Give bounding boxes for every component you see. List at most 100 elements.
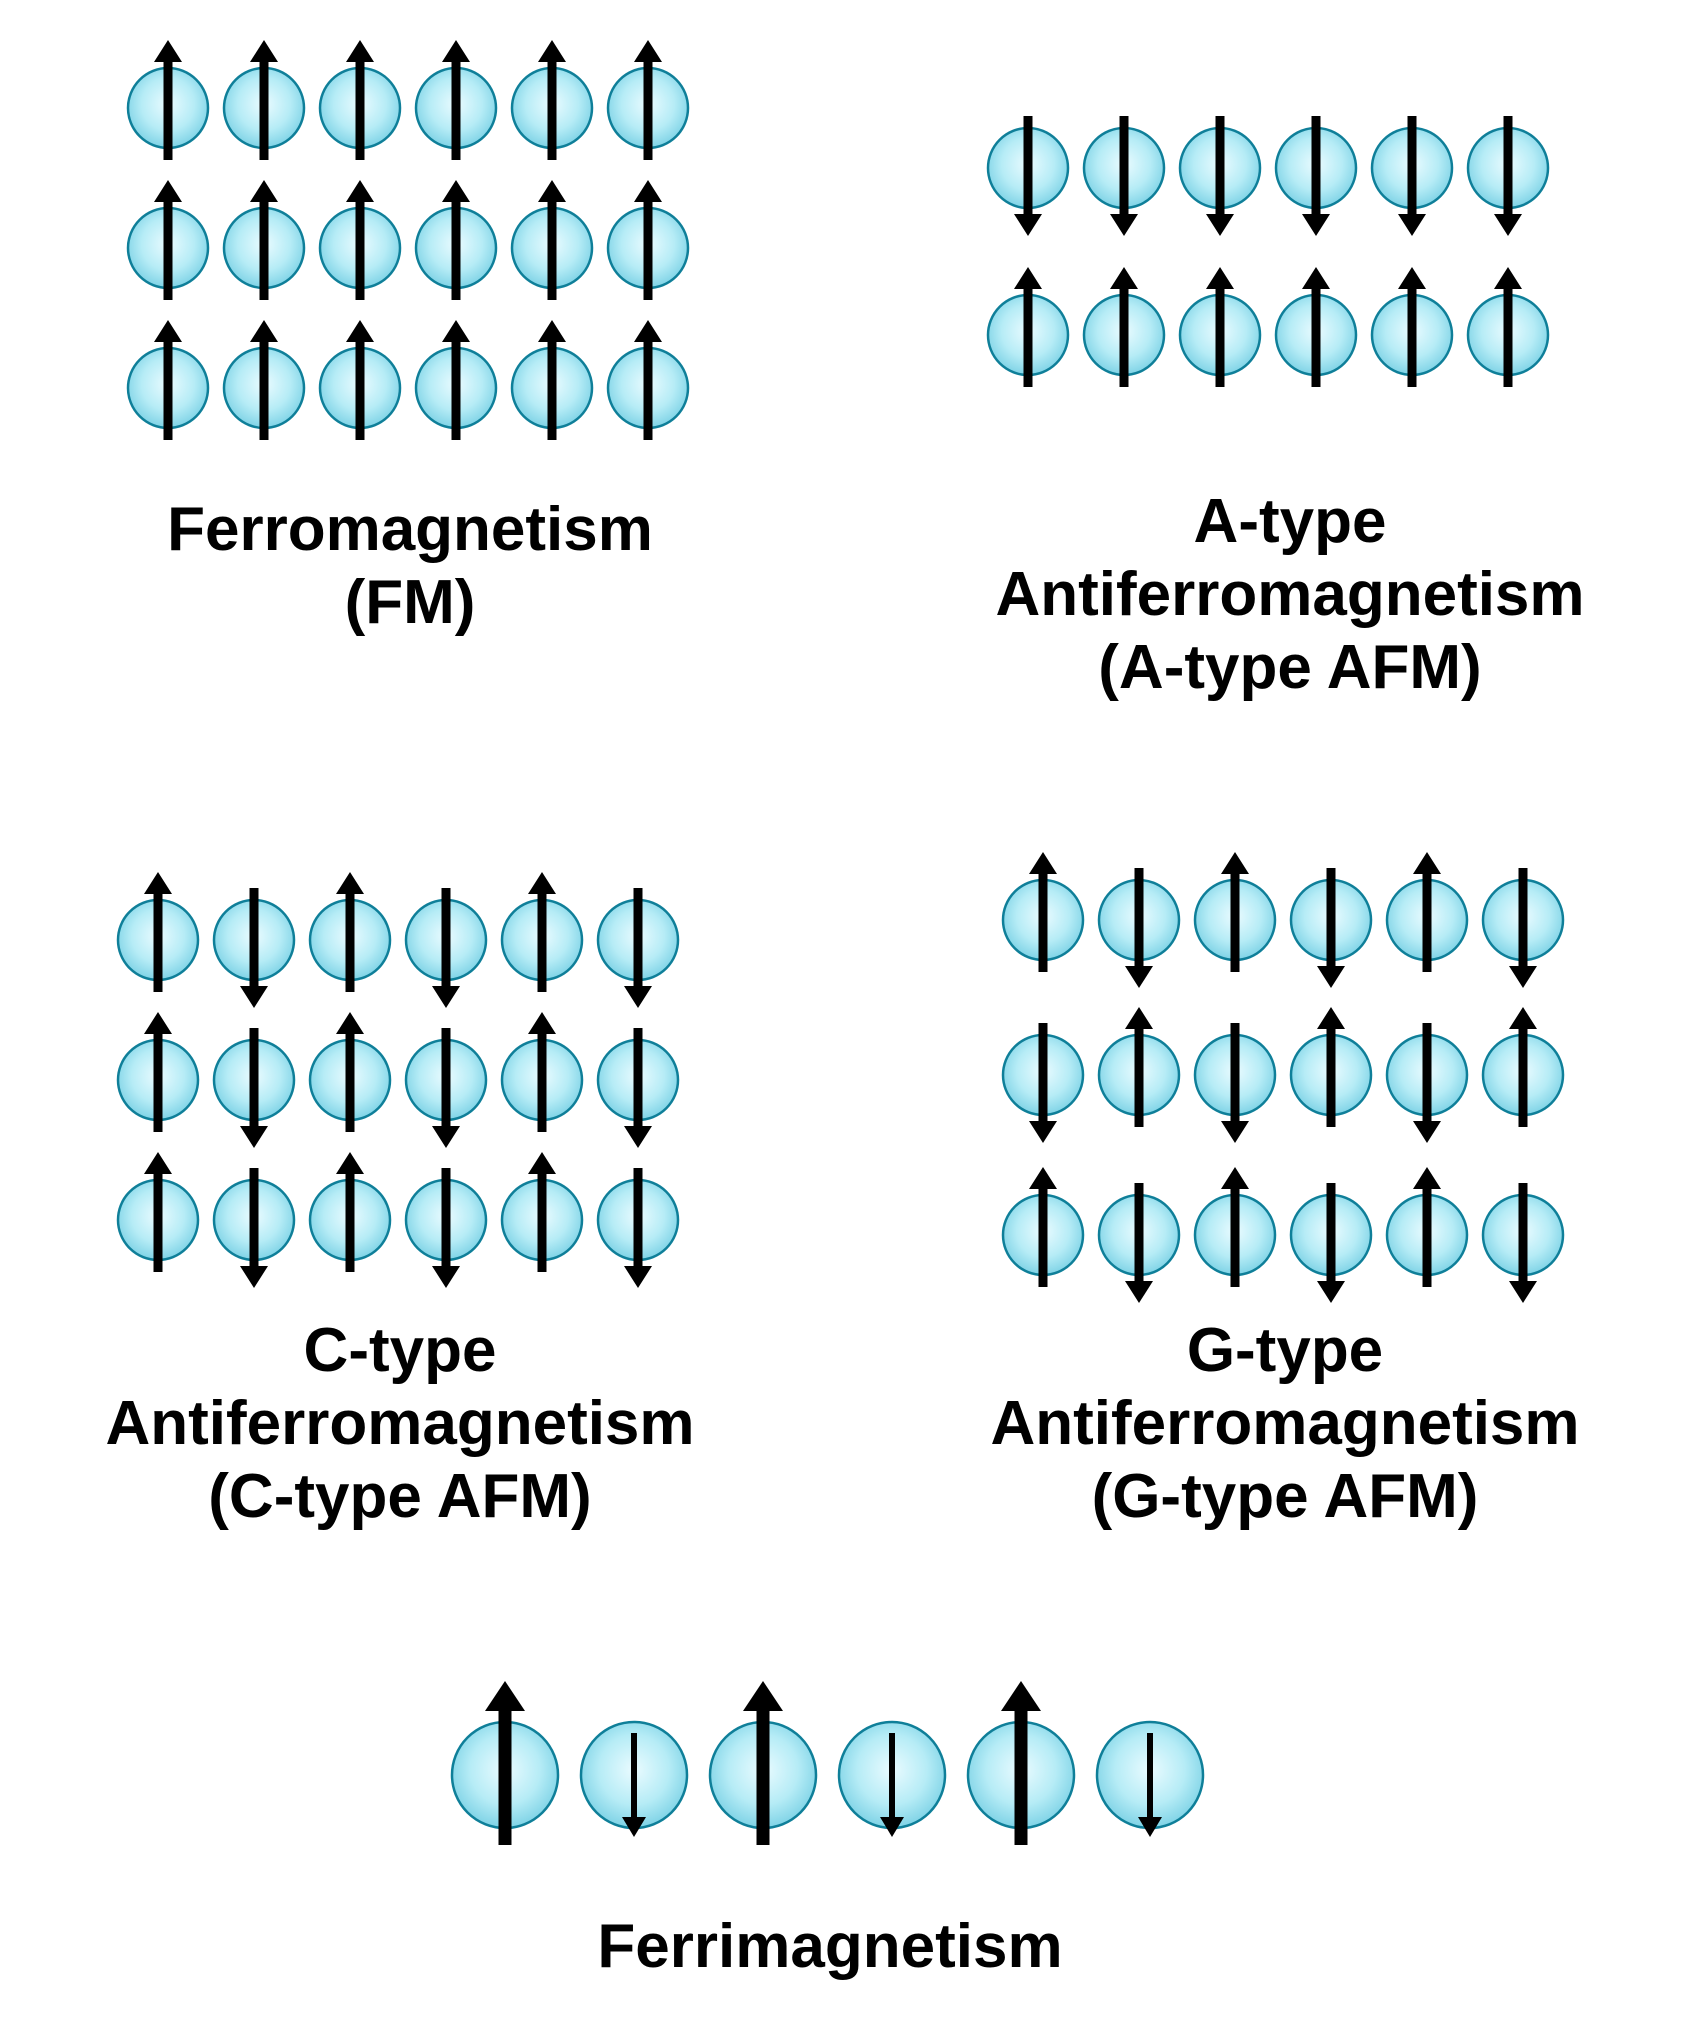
spin-site [222,40,306,160]
spin-up-arrow-head [1221,852,1249,874]
spin-up-arrow-head [1001,1681,1041,1711]
spin-site [212,888,296,1008]
spin-down-arrow-head [1125,966,1153,988]
spin-up-arrow-head [336,872,364,894]
spin-up-arrow-head [442,320,470,342]
spin-up-arrow-head [144,1152,172,1174]
spin-down-arrow-head [1206,214,1234,236]
spin-site [1082,116,1166,236]
spin-site [1370,116,1454,236]
c-type-afm-label-line: C-type [303,1316,497,1385]
spin-site [606,40,690,160]
spin-down-arrow-head [1138,1817,1162,1837]
spin-down-arrow-head [1494,214,1522,236]
spin-site [1082,267,1166,387]
c-type-afm-spin-lattice [116,872,680,1288]
spin-site [1193,1167,1277,1287]
spin-site [212,1028,296,1148]
spin-site [1385,852,1469,972]
spin-site [606,180,690,300]
spin-up-arrow-head [1494,267,1522,289]
fm-label-line: Ferromagnetism [167,495,653,564]
spin-site [510,320,594,440]
spin-site [1370,267,1454,387]
spin-site [1481,868,1565,988]
spin-site [1481,1183,1565,1303]
spin-site [1178,116,1262,236]
spin-down-arrow-head [1413,1121,1441,1143]
spin-site [404,888,488,1008]
spin-up-arrow-head [144,1012,172,1034]
spin-up-arrow-head [1029,1167,1057,1189]
spin-down-arrow-head [1221,1121,1249,1143]
spin-site [1466,267,1550,387]
spin-down-arrow-head [432,1266,460,1288]
spin-up-arrow-head [1125,1007,1153,1029]
spin-site [1097,868,1181,988]
spin-down-arrow-head [240,1126,268,1148]
spin-up-arrow-head [1413,1167,1441,1189]
spin-down-arrow-head [240,986,268,1008]
spin-site [308,1152,392,1272]
spin-down-arrow-head [1302,214,1330,236]
spin-site [579,1720,689,1837]
spin-up-arrow-head [1317,1007,1345,1029]
spin-site [404,1028,488,1148]
ferrimagnetism-label-line: Ferrimagnetism [597,1912,1063,1981]
spin-up-arrow-head [528,872,556,894]
spin-down-arrow-head [432,986,460,1008]
spin-site [1481,1007,1565,1127]
spin-up-arrow-head [528,1012,556,1034]
spin-site [404,1168,488,1288]
g-type-afm-label-line: G-type [1186,1316,1384,1385]
spin-site [708,1681,818,1845]
spin-site [1001,1023,1085,1143]
spin-down-arrow-head [432,1126,460,1148]
spin-site [1001,1167,1085,1287]
spin-down-arrow-head [624,1126,652,1148]
spin-up-arrow-head [250,40,278,62]
spin-site [596,1028,680,1148]
a-type-afm-label-line: A-type [1193,487,1387,556]
spin-down-arrow-head [880,1817,904,1837]
spin-up-arrow-head [154,320,182,342]
spin-down-arrow-head [1317,966,1345,988]
spin-up-arrow-head [346,320,374,342]
spin-up-arrow-head [144,872,172,894]
spin-site [1385,1167,1469,1287]
spin-site [1289,1183,1373,1303]
ferrimagnetism-spin-chain [450,1681,1205,1845]
spin-up-arrow-head [1110,267,1138,289]
fm-spin-lattice [126,40,690,440]
spin-site [212,1168,296,1288]
spin-site [126,40,210,160]
spin-site [1466,116,1550,236]
spin-down-arrow-head [1398,214,1426,236]
spin-down-arrow-head [1029,1121,1057,1143]
spin-site [1289,868,1373,988]
spin-site [222,180,306,300]
spin-up-arrow-head [1221,1167,1249,1189]
spin-site [116,1012,200,1132]
spin-site [1097,1007,1181,1127]
spin-site [1095,1720,1205,1837]
spin-site [837,1720,947,1837]
spin-site [1385,1023,1469,1143]
a-type-afm-spin-lattice [986,116,1550,387]
spin-site [126,320,210,440]
spin-site [596,1168,680,1288]
spin-site [414,40,498,160]
spin-down-arrow-head [624,986,652,1008]
spin-up-arrow-head [485,1681,525,1711]
spin-down-arrow-head [1110,214,1138,236]
spin-site [450,1681,560,1845]
spin-up-arrow-head [528,1152,556,1174]
spin-site [414,180,498,300]
spin-up-arrow-head [634,320,662,342]
spin-up-arrow-head [336,1152,364,1174]
spin-up-arrow-head [1413,852,1441,874]
spin-down-arrow-head [1125,1281,1153,1303]
fm-label-line: (FM) [344,568,476,638]
spin-up-arrow-head [154,180,182,202]
